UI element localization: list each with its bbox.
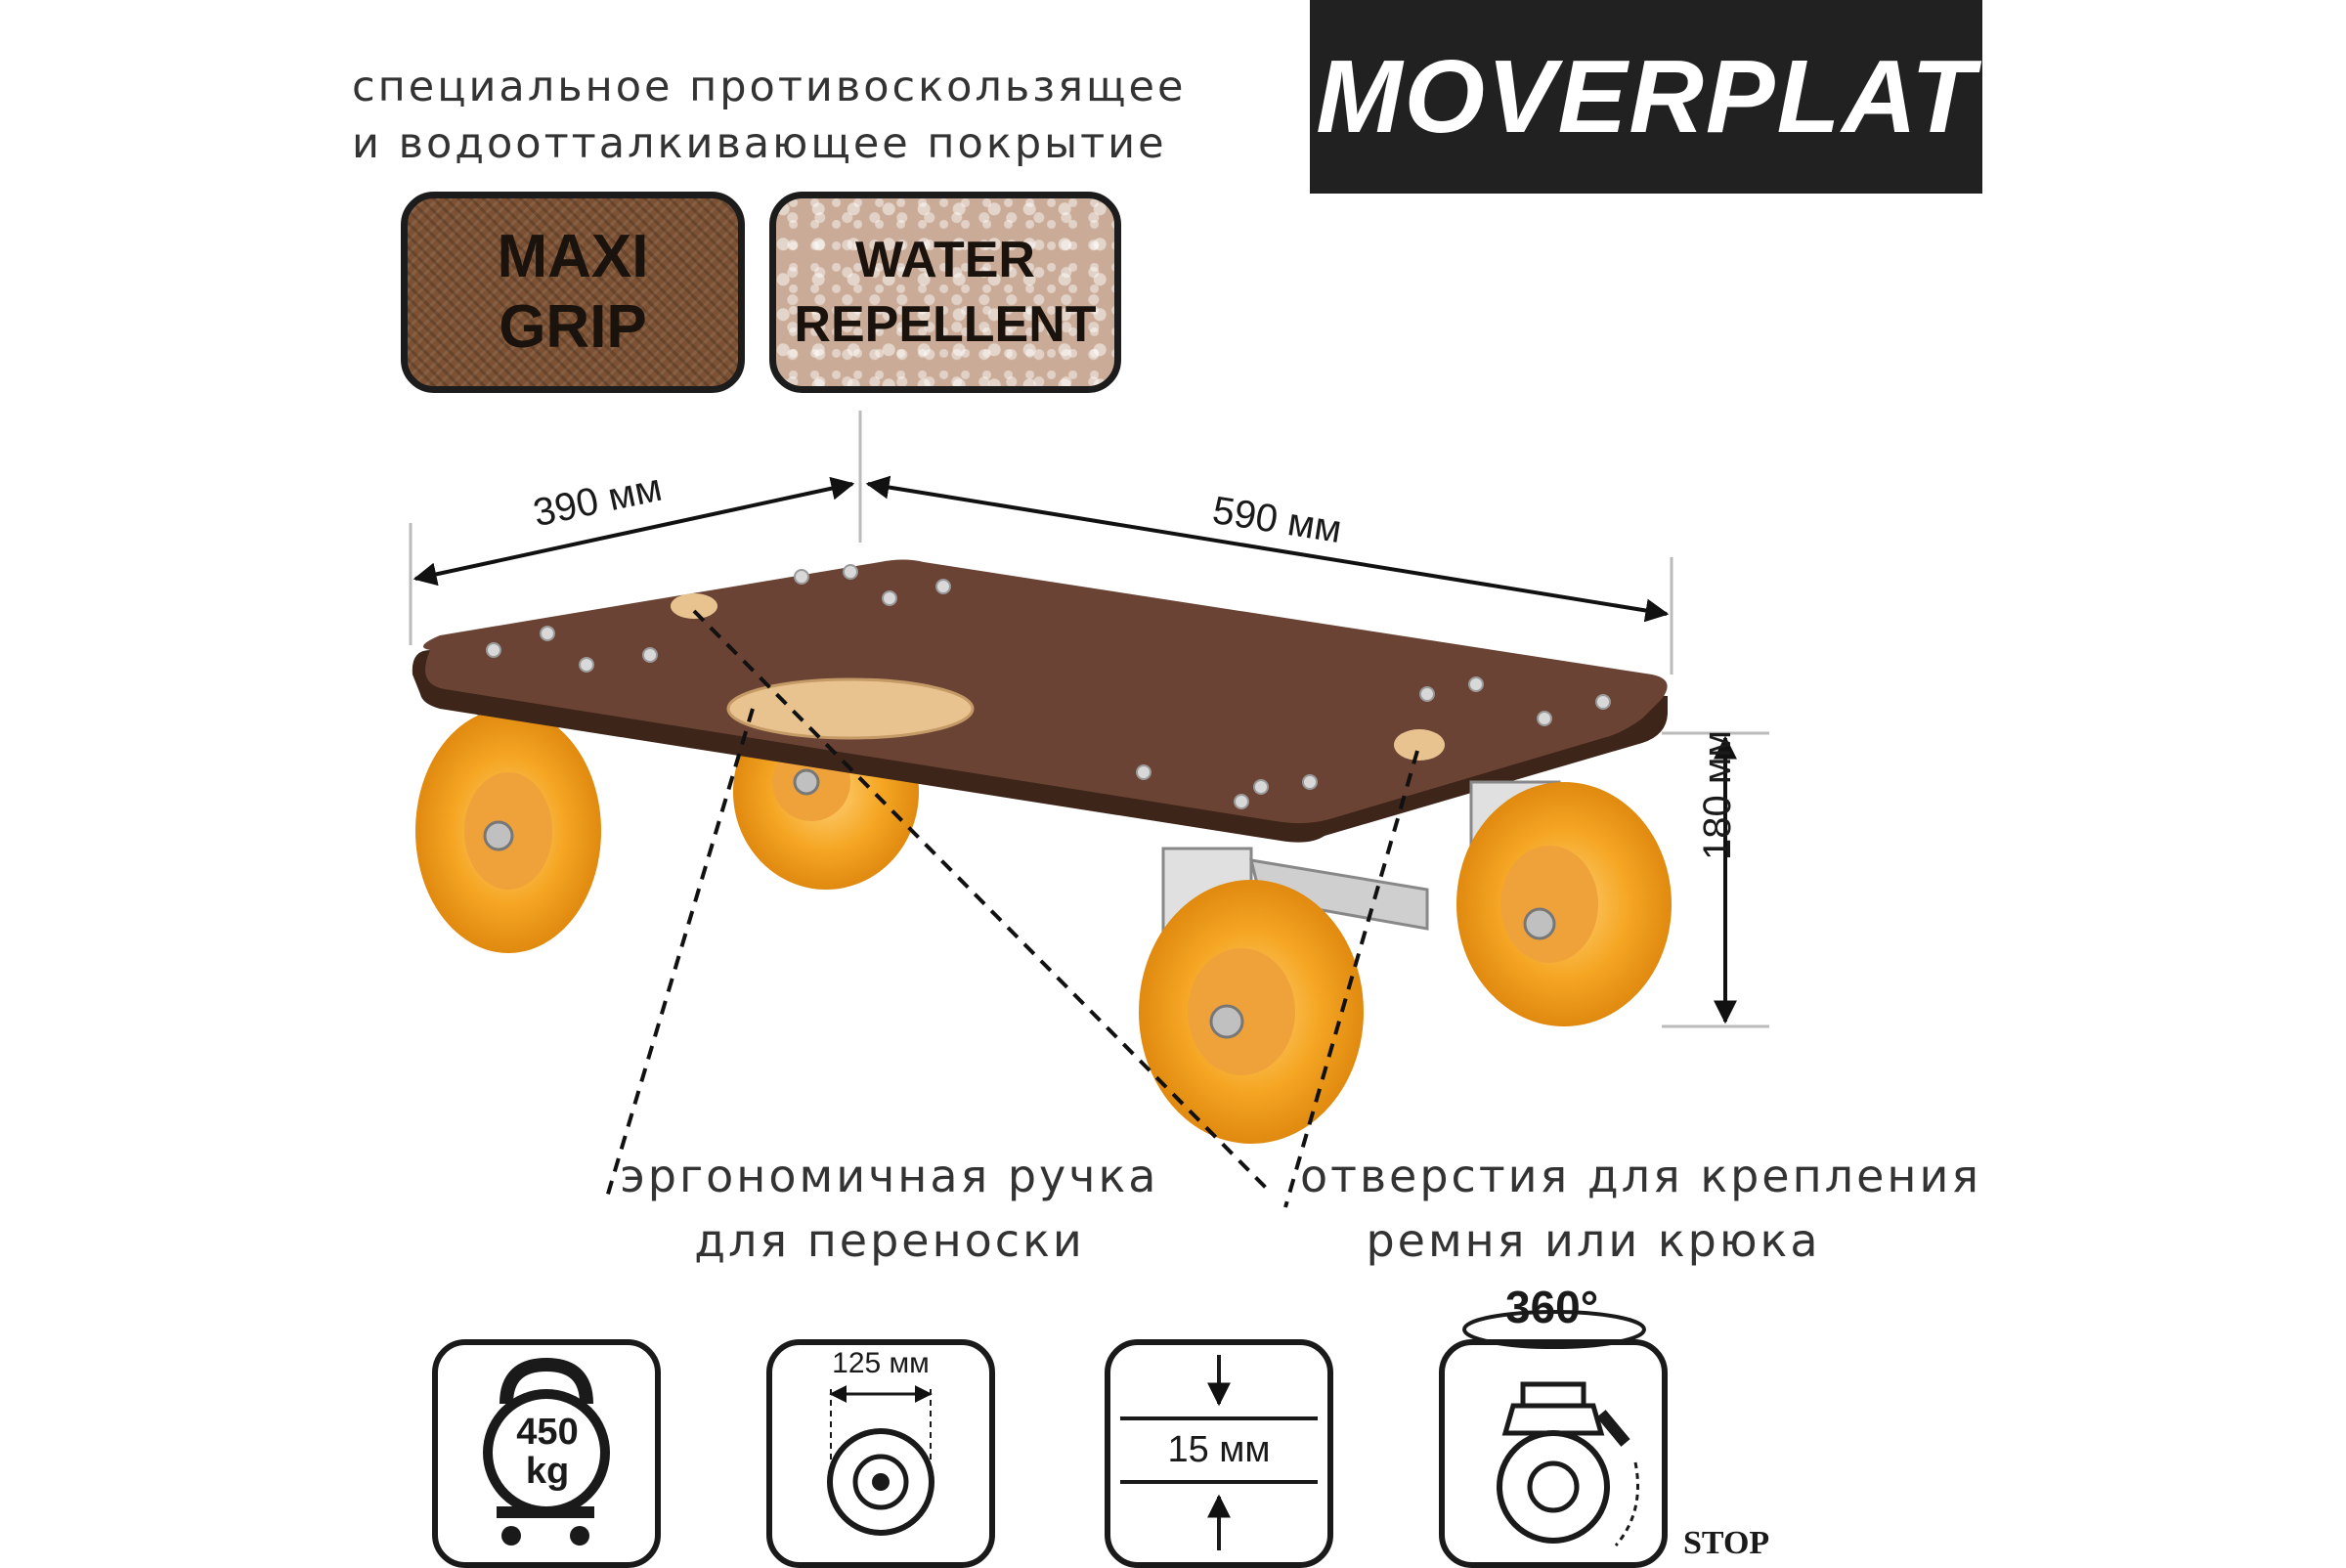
holes-caption-line2: ремня или крюка (1366, 1214, 1821, 1267)
water-badge-line1: WATER (855, 232, 1035, 288)
thickness-icon (1120, 1355, 1318, 1550)
swivel-brake-box (1439, 1339, 1668, 1568)
grip-badge-line1: MAXI (497, 223, 649, 290)
caster-back-left (415, 702, 601, 953)
holes-caption-line1: отверстия для крепления (1300, 1150, 1982, 1202)
wheel-diameter-label: 125 мм (832, 1347, 930, 1379)
platform (412, 559, 1669, 843)
length-dimension-line (865, 475, 1670, 623)
height-dimension-label: 180 мм (1696, 730, 1739, 860)
handle-caption-line1: эргономичная ручка (620, 1150, 1159, 1202)
water-repellent-badge: WATER REPELLENT (769, 192, 1121, 393)
width-dimension-line (413, 476, 855, 587)
rotation-arrow-icon (1462, 1310, 1646, 1349)
brand-logo-text: MOVERPLAT (1316, 38, 1977, 154)
leader-lines (604, 609, 1419, 1208)
kettlebell-icon (483, 1357, 610, 1546)
load-unit: kg (525, 1451, 570, 1492)
wheel-diameter-box: 125 мм (766, 1339, 995, 1568)
caster-front-brake (1139, 847, 1429, 1144)
wheel-icon (827, 1385, 934, 1536)
swivel-degrees: 360° (1505, 1282, 1599, 1332)
dimension-extension-lines (409, 411, 1769, 1028)
water-badge-line2: REPELLENT (794, 296, 1097, 353)
grip-badge-line2: GRIP (499, 293, 647, 361)
swivel-caster-icon (1497, 1381, 1639, 1546)
handle-caption-line2: для переноски (694, 1214, 1085, 1267)
brake-stop-label: STOP (1683, 1525, 1770, 1561)
thickness-value: 15 мм (1167, 1429, 1271, 1470)
load-value: 450 (516, 1412, 579, 1453)
brand-logo: MOVERPLAT (1310, 0, 1982, 194)
handle-caption: эргономичная ручка для переноски (616, 1144, 1163, 1273)
maxi-grip-badge: MAXI GRIP (401, 192, 745, 393)
holes-caption: отверстия для крепления ремня или крюка (1300, 1144, 1982, 1273)
thickness-box: 15 мм (1105, 1339, 1333, 1568)
load-capacity-box: 450 kg (432, 1339, 661, 1568)
caster-front-right (1456, 780, 1672, 1026)
